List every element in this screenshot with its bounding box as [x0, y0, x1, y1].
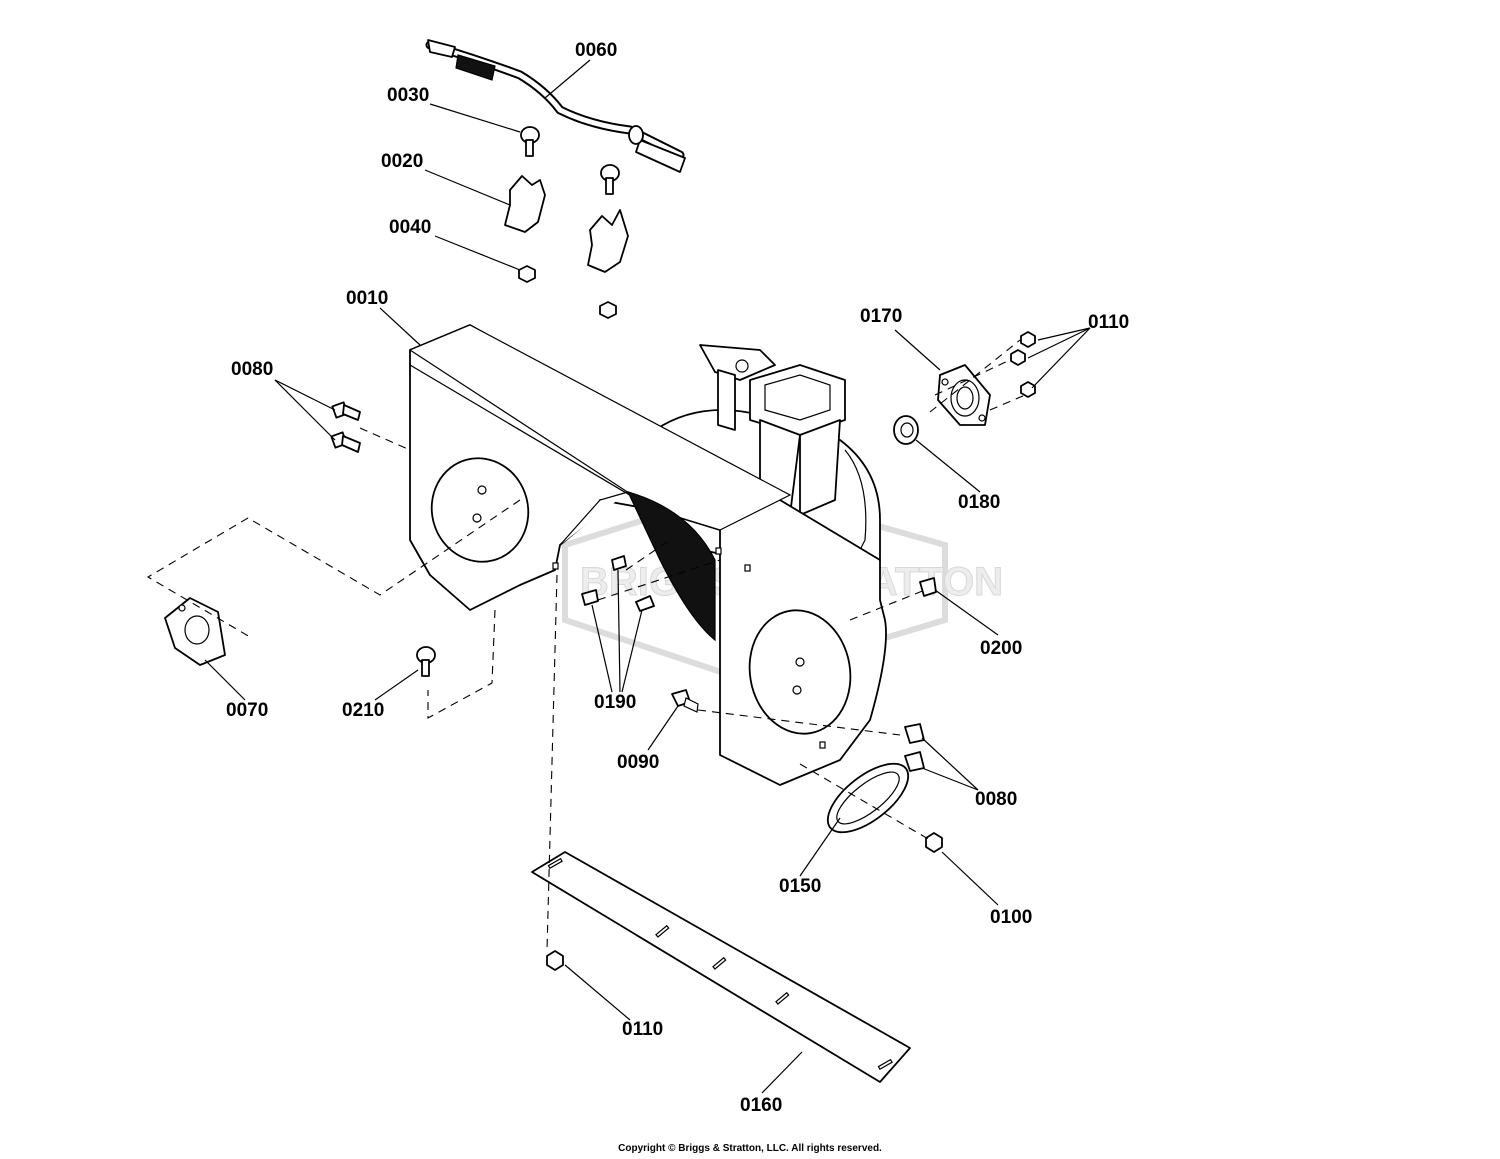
shave-plate — [531, 851, 911, 1083]
callout-0190: 0190 — [594, 692, 636, 713]
callout-0080-right: 0080 — [975, 789, 1017, 810]
callout-0010: 0010 — [346, 288, 388, 309]
callout-0110-top: 0110 — [1088, 312, 1129, 333]
callout-0160: 0160 — [740, 1095, 782, 1116]
callout-0080-left: 0080 — [231, 359, 273, 380]
auger-housing — [408, 324, 887, 786]
callout-0180: 0180 — [958, 492, 1000, 513]
callout-0150: 0150 — [779, 876, 821, 897]
control-rod — [425, 39, 686, 173]
callout-0110-bottom: 0110 — [622, 1019, 663, 1040]
skid-bracket — [164, 597, 226, 666]
callout-0200: 0200 — [980, 638, 1022, 659]
callout-0070: 0070 — [226, 700, 268, 721]
bolts — [330, 126, 937, 772]
bearing-flange — [937, 364, 991, 426]
callout-0210: 0210 — [342, 700, 384, 721]
bearing — [893, 415, 919, 445]
callout-labels: 0060 0030 0020 0040 0010 0080 0170 0110 … — [226, 40, 1129, 1116]
copyright-notice: Copyright © Briggs & Stratton, LLC. All … — [618, 1143, 882, 1154]
hex-nuts — [518, 265, 1036, 971]
cable-clips — [504, 175, 629, 273]
leader-lines — [204, 59, 1091, 1094]
callout-0030: 0030 — [387, 85, 429, 106]
oval-flange — [826, 762, 910, 834]
callout-0020: 0020 — [381, 151, 423, 172]
callout-0170: 0170 — [860, 306, 902, 327]
callout-0040: 0040 — [389, 217, 431, 238]
callout-0090: 0090 — [617, 752, 659, 773]
assembly-lines — [146, 339, 1026, 951]
callout-0060: 0060 — [575, 40, 617, 61]
callout-0100: 0100 — [990, 907, 1032, 928]
